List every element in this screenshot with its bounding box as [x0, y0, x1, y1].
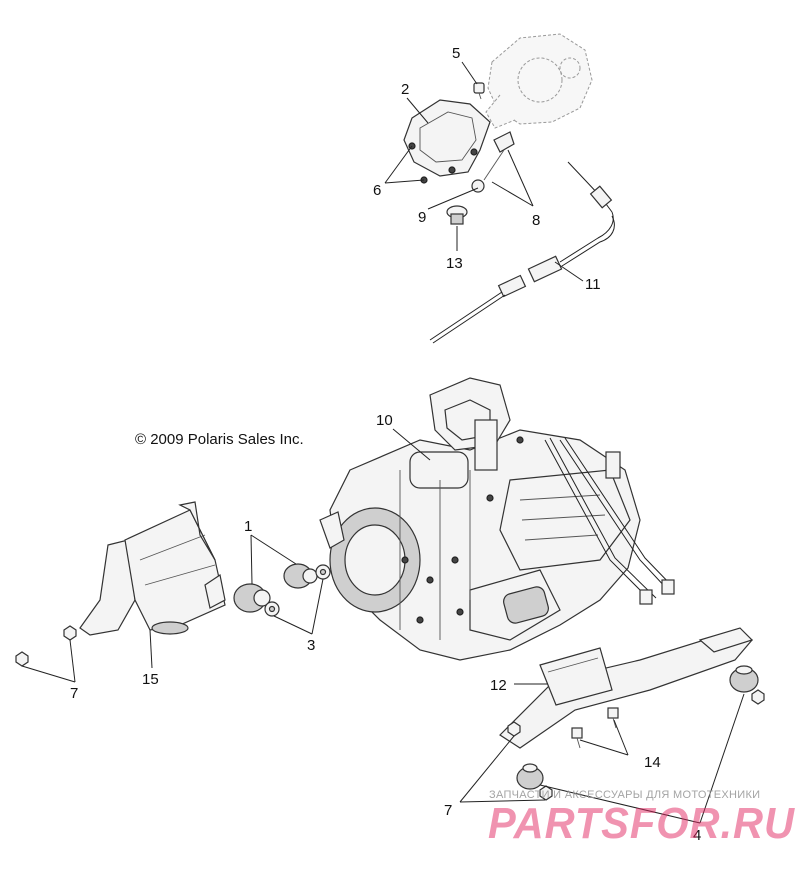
callout-7-left: 7 [70, 685, 78, 702]
callout-14: 14 [644, 754, 661, 771]
callout-8: 8 [532, 212, 540, 229]
callout-12: 12 [490, 677, 507, 694]
callout-numbers: 1 2 3 4 5 6 7 7 8 9 10 11 12 13 14 15 [70, 45, 701, 844]
callout-1: 1 [244, 518, 252, 535]
callout-7-right: 7 [444, 802, 452, 819]
callout-3: 3 [307, 637, 315, 654]
part-2-throttle-cover [403, 99, 491, 184]
part-12-lower-mount-plate [499, 627, 754, 749]
leader-lines [21, 61, 745, 824]
throttle-body-ghost [485, 33, 593, 129]
part-3-washers [264, 564, 331, 617]
callout-5: 5 [452, 45, 460, 62]
callout-15: 15 [142, 671, 159, 688]
part-5-bolt [473, 82, 485, 100]
callout-11: 11 [585, 276, 601, 293]
part-15-mount-bracket [79, 501, 226, 636]
callout-6: 6 [373, 182, 381, 199]
watermark-brand: PARTSFOR.RU [488, 799, 795, 848]
callout-9: 9 [418, 209, 426, 226]
part-1-rubber-mounts [233, 563, 318, 613]
watermark: ЗАПЧАСТИ И АКСЕССУАРЫ ДЛЯ МОТОТЕХНИКИ PA… [488, 789, 795, 848]
watermark-tagline: ЗАПЧАСТИ И АКСЕССУАРЫ ДЛЯ МОТОТЕХНИКИ [489, 789, 760, 801]
copyright-notice: © 2009 Polaris Sales Inc. [135, 431, 304, 448]
part-14-bolts [571, 707, 619, 749]
part-7-nuts-left [15, 625, 77, 667]
part-13-sensor [446, 205, 468, 225]
part-11-throttle-cable [429, 161, 615, 344]
callout-2: 2 [401, 81, 409, 98]
part-10-engine-assembly [319, 377, 675, 661]
part-4-rubber-mounts [516, 665, 759, 790]
callout-4: 4 [693, 827, 701, 844]
callout-13: 13 [446, 255, 463, 272]
callout-10: 10 [376, 412, 393, 429]
